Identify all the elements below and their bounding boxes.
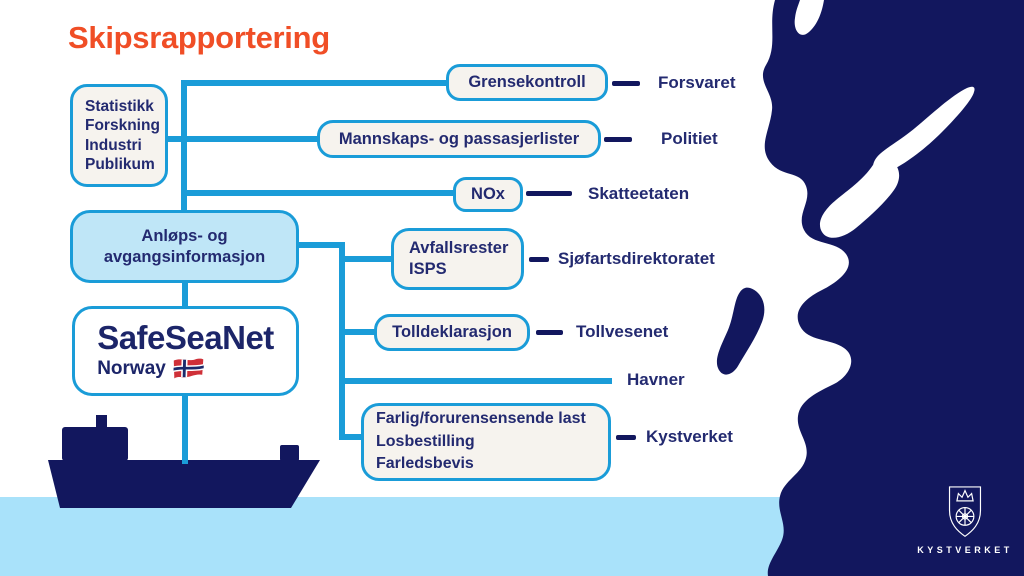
kystverket-crest-icon: [948, 486, 982, 538]
dash-kystverket: [616, 434, 636, 440]
agency-label-skatteetaten: Skatteetaten: [588, 184, 690, 203]
report-label: Farlig/forurensensende last: [376, 410, 586, 428]
connector-safeseanet-to-ship: [182, 394, 188, 464]
report-box-mannskaps-passasjerlister: Mannskaps- og passasjerlister: [317, 120, 601, 158]
dash-skatteetaten: [526, 190, 572, 196]
report-box-avfallsrester-isps: Avfallsrester ISPS: [391, 228, 524, 290]
connector-hub-to-safeseanet: [182, 282, 188, 310]
report-box-tolldeklarasjon: Tolldeklarasjon: [374, 314, 530, 351]
connector-trunk-top: [181, 80, 187, 213]
agency-label-kystverket: Kystverket: [646, 427, 733, 446]
report-label: Mannskaps- og passasjerlister: [338, 129, 580, 148]
safeseanet-country: Norway: [97, 358, 166, 380]
connector-branch-nox: [181, 190, 455, 196]
hub-box-anlops-avgangsinformasjon: Anløps- og avgangsinformasjon: [70, 210, 299, 283]
norway-coastline-map: [716, 0, 1024, 576]
report-label: NOx: [471, 185, 505, 204]
dash-politiet: [604, 136, 632, 142]
sources-box: Statistikk Forskning Industri Publikum: [70, 84, 168, 187]
dash-sjofartsdirektoratet: [529, 256, 549, 262]
dash-forsvaret: [612, 80, 640, 86]
report-label: Grensekontroll: [468, 73, 586, 92]
safeseanet-name: SafeSeaNet: [97, 318, 274, 356]
connector-branch-grensekontroll: [181, 80, 447, 86]
hub-line: Anløps- og: [141, 226, 228, 245]
connector-branch-avfallsrester: [339, 256, 393, 262]
connector-branch-farlig: [339, 434, 365, 440]
agency-label-sjofartsdirektoratet: Sjøfartsdirektoratet: [558, 249, 715, 268]
report-label: Tolldeklarasjon: [392, 323, 512, 342]
connector-branch-havner: [339, 378, 612, 384]
cargo-ship-silhouette-icon: [48, 415, 320, 508]
report-box-nox: NOx: [453, 177, 523, 212]
connector-branch-mannskaps: [166, 136, 319, 142]
hub-line: avgangsinformasjon: [103, 247, 266, 266]
connector-branch-tolldeklarasjon: [339, 329, 377, 335]
sources-line: Publikum: [85, 155, 155, 173]
sources-line: Statistikk: [85, 97, 154, 115]
report-label: Farledsbevis: [376, 455, 474, 473]
connector-trunk-bottom: [339, 242, 345, 440]
sources-line: Industri: [85, 136, 142, 154]
norwegian-flag-icon: [173, 358, 204, 379]
logo-wordmark: KYSTVERKET: [917, 545, 1013, 555]
report-box-farlig-los-farledsbevis: Farlig/forurensensende last Losbestillin…: [361, 403, 611, 481]
agency-label-tollvesenet: Tollvesenet: [576, 322, 669, 341]
dash-tollvesenet: [536, 329, 563, 335]
agency-label-havner: Havner: [627, 370, 685, 389]
connector-hub-to-trunk2: [297, 242, 345, 248]
page-title: Skipsrapportering: [68, 20, 330, 55]
kystverket-logo: KYSTVERKET: [903, 484, 1024, 555]
agency-label-politiet: Politiet: [661, 129, 718, 148]
report-label: Losbestilling: [376, 432, 475, 450]
safeseanet-box: SafeSeaNet Norway: [72, 306, 299, 396]
agency-label-forsvaret: Forsvaret: [658, 73, 736, 92]
report-label: ISPS: [409, 260, 447, 278]
sources-line: Forskning: [85, 117, 160, 135]
report-box-grensekontroll: Grensekontroll: [446, 64, 608, 101]
report-label: Avfallsrester: [409, 239, 509, 258]
